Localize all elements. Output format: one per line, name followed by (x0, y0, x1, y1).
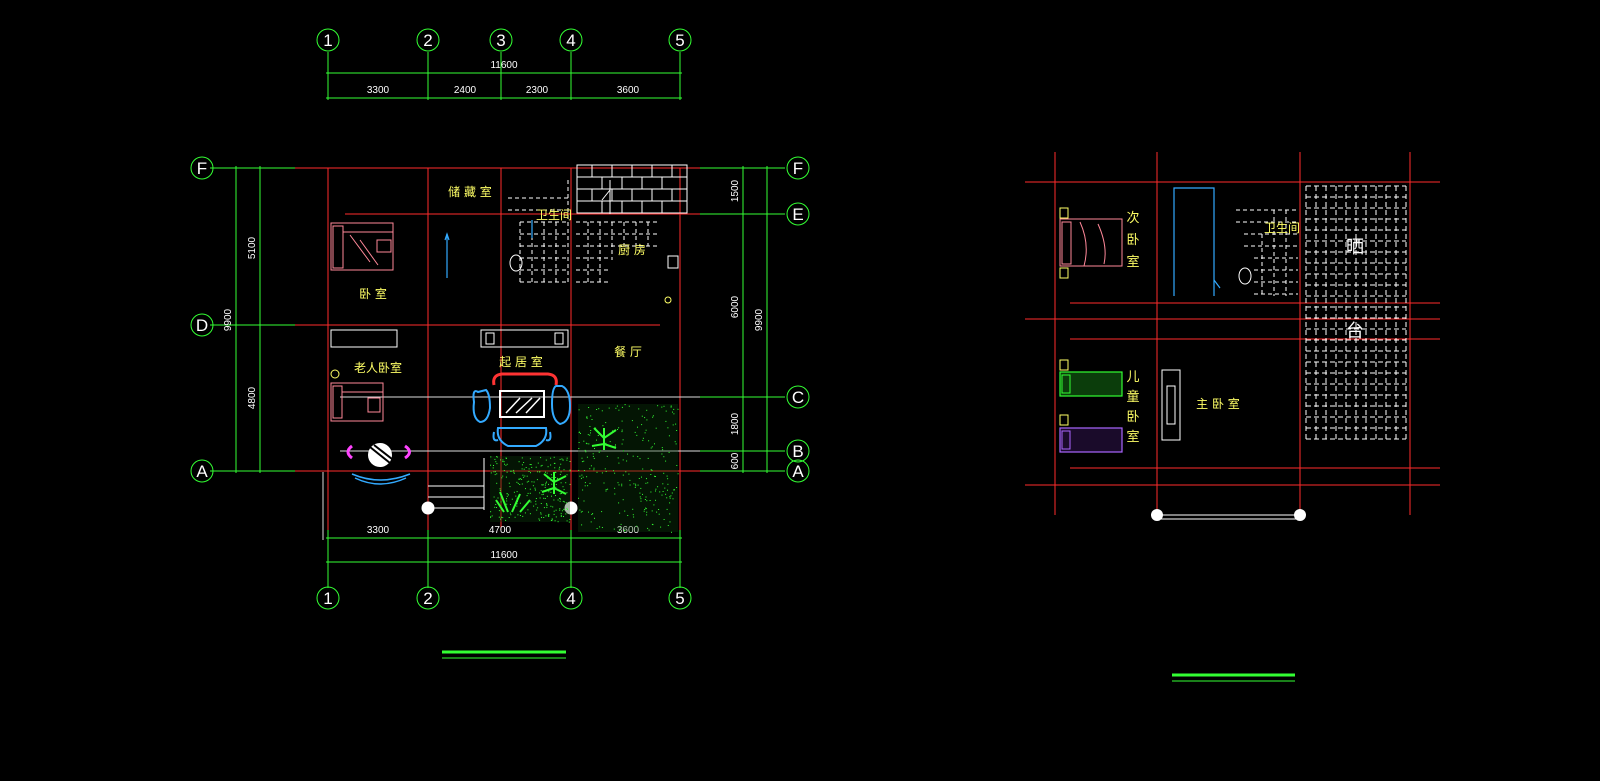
room-label-balcony-bottom: 台 (1346, 321, 1364, 342)
dim-right-4: 600 (730, 452, 741, 469)
sofa-set-icon (472, 372, 572, 447)
axis-label-left-a: A (196, 462, 208, 481)
axis-label-right-e: E (792, 205, 803, 224)
room-label-master-bedroom: 主 卧 室 (1196, 396, 1240, 411)
round-table-icon (346, 443, 411, 485)
room-label-balcony-top: 晒 (1346, 237, 1364, 258)
axis-label-top-2: 2 (423, 31, 432, 50)
left-axis-bubbles (190, 28, 810, 610)
room-label-elder-bedroom: 老人卧室 (354, 360, 402, 375)
left-dimension-lines (210, 52, 785, 659)
room-label-right-bath: 卫生间 (1264, 221, 1300, 235)
dim-top-total: 11600 (490, 60, 518, 71)
room-label-kids-1: 儿 (1126, 370, 1139, 385)
brick-storage-pattern (576, 164, 688, 214)
entry-steps (421, 458, 578, 515)
axis-label-left-f: F (197, 159, 207, 178)
second-bedroom-bed-icon (1059, 218, 1123, 267)
room-label-kids-2: 童 (1126, 389, 1139, 405)
right-fixtures (1238, 267, 1252, 285)
right-entry (1151, 509, 1306, 521)
master-wardrobe-icon (1161, 369, 1181, 441)
axis-label-left-d: D (196, 316, 208, 335)
axis-label-right-a: A (792, 462, 804, 481)
dim-top-3: 2300 (526, 85, 549, 96)
room-label-bedroom: 卧 室 (359, 286, 387, 301)
room-label-dining: 餐 厅 (614, 344, 642, 359)
left-white-guide-lines (322, 396, 700, 540)
room-label-second-bedroom-1: 次 (1126, 210, 1139, 226)
room-label-bath: 卫生间 (536, 208, 572, 222)
dim-bottom-2: 4700 (489, 525, 512, 536)
dim-right-1: 1500 (730, 179, 741, 202)
axis-label-top-4: 4 (566, 31, 575, 50)
right-bath-tiles (1236, 209, 1298, 296)
dim-top-4: 3600 (617, 85, 640, 96)
axis-label-right-c: C (792, 388, 804, 407)
garden-plants (490, 404, 679, 533)
room-label-kids-4: 室 (1126, 429, 1139, 445)
left-axis-grid (295, 167, 700, 530)
axis-label-bottom-1: 1 (323, 589, 332, 608)
room-label-second-bedroom-3: 室 (1126, 254, 1139, 270)
axis-label-top-5: 5 (675, 31, 684, 50)
dim-right-2: 6000 (730, 295, 741, 318)
dim-right-total: 9900 (754, 308, 765, 331)
right-scale-bar (1172, 673, 1295, 682)
dim-bottom-1: 3300 (367, 525, 390, 536)
axis-label-top-1: 1 (323, 31, 332, 50)
dim-bottom-3: 3600 (617, 525, 640, 536)
room-label-storage: 储 藏 室 (448, 184, 492, 199)
elder-bed-icon (330, 382, 384, 422)
room-label-kitchen: 厨 房 (618, 242, 646, 257)
dim-right-3: 1800 (730, 412, 741, 435)
room-label-second-bedroom-2: 卧 (1126, 233, 1139, 248)
balcony-tile-grid (1305, 185, 1407, 440)
dim-top-2: 2400 (454, 85, 477, 96)
room-label-kids-3: 卧 (1126, 410, 1139, 425)
right-axis-grid (1025, 152, 1440, 515)
dim-bottom-total: 11600 (490, 550, 518, 561)
arrow-symbol (444, 220, 533, 278)
kids-beds-icon (1059, 359, 1123, 453)
dim-left-1: 5100 (247, 236, 258, 259)
axis-label-right-f: F (793, 159, 803, 178)
tile-bath-pattern (508, 180, 660, 283)
left-floor-plan: 1 2 3 4 5 1 2 4 5 F D A F E C B A 11600 … (190, 28, 810, 659)
right-floor-plan: 次 卧 室 卫生间 晒 台 儿 童 卧 室 主 卧 室 (1025, 152, 1440, 682)
axis-label-right-b: B (792, 442, 803, 461)
axis-label-bottom-5: 5 (675, 589, 684, 608)
kitchen-fixtures (509, 180, 679, 272)
axis-label-bottom-2: 2 (423, 589, 432, 608)
wardrobe-icon (330, 329, 569, 348)
nightstand-icon (1059, 207, 1069, 279)
dim-left-total: 9900 (223, 308, 234, 331)
axis-label-top-3: 3 (496, 31, 505, 50)
lamp-icon (330, 296, 672, 379)
door-frame-icon (1173, 187, 1221, 296)
bed-icon (330, 222, 394, 271)
dim-left-2: 4800 (247, 386, 258, 409)
room-label-living: 起 居 室 (499, 354, 543, 369)
axis-label-bottom-4: 4 (566, 589, 575, 608)
dim-top-1: 3300 (367, 85, 390, 96)
